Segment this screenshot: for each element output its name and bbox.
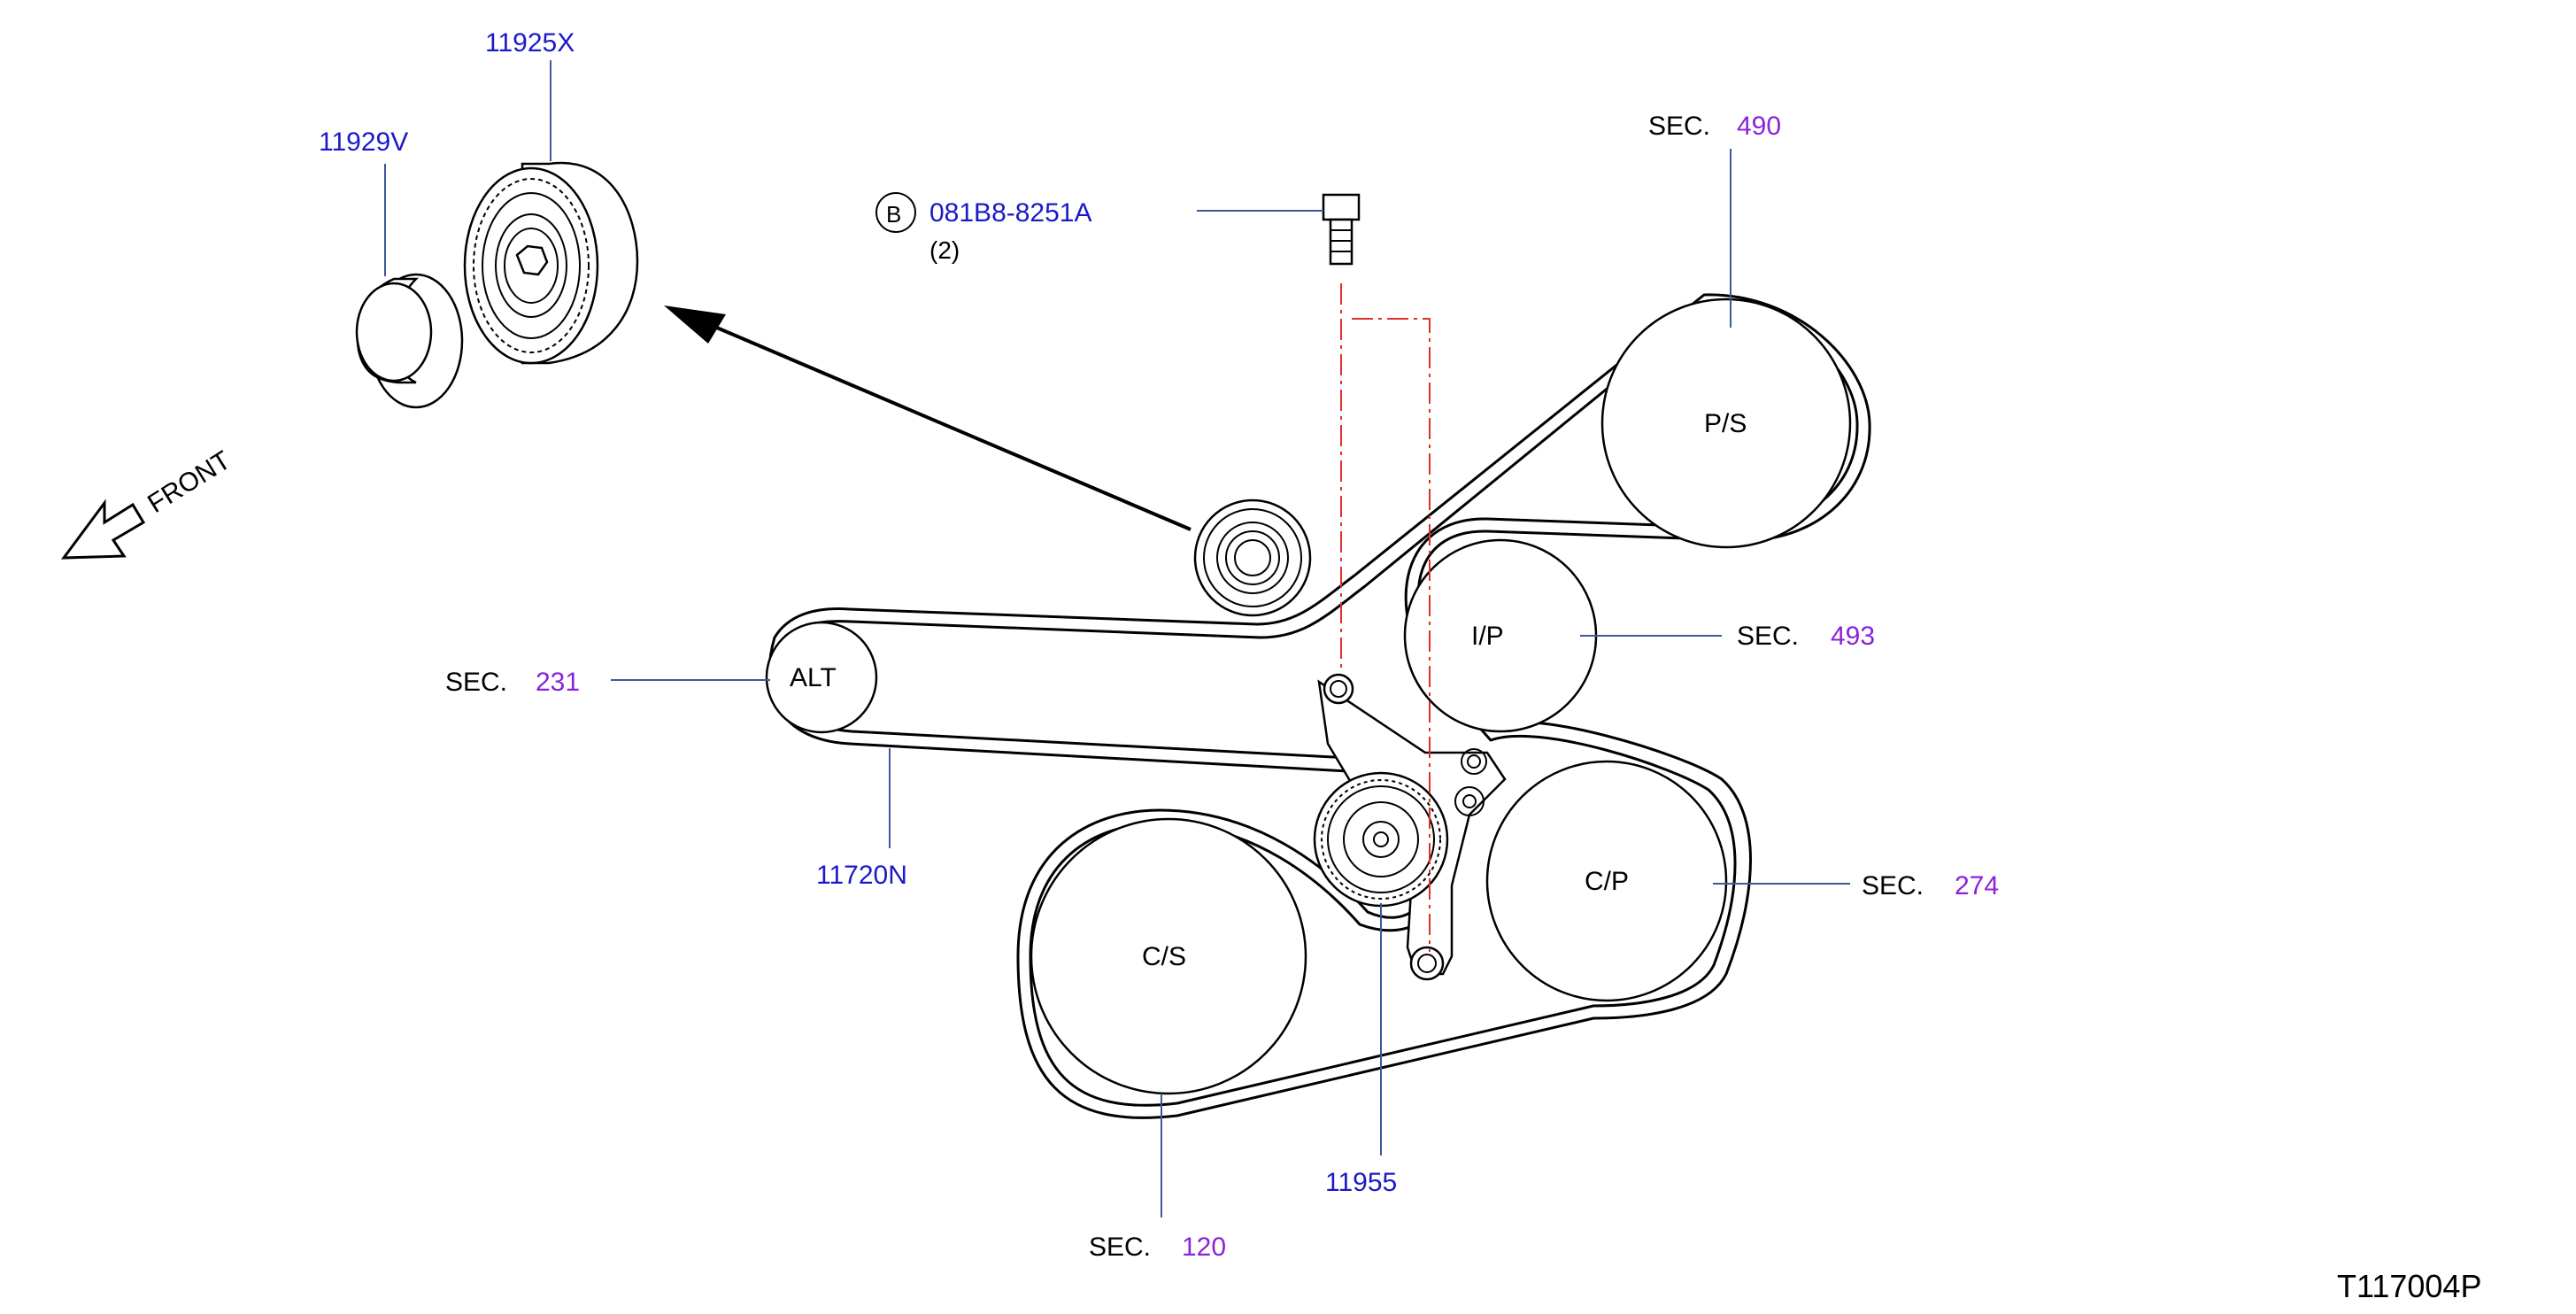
idler-pulley-exploded xyxy=(463,161,639,365)
sec-number-alt[interactable]: 231 xyxy=(536,668,580,697)
cp-pulley-label: C/P xyxy=(1585,867,1629,896)
sec-prefix-cs: SEC. xyxy=(1089,1233,1151,1262)
sec-number-ip[interactable]: 493 xyxy=(1831,622,1875,651)
bolt-ref-letter: B xyxy=(886,201,901,228)
front-label: FRONT xyxy=(143,445,235,519)
part-number-idler-cap[interactable]: 11929V xyxy=(319,128,408,157)
diagram-code: T117004P xyxy=(2337,1268,2481,1304)
cp-pulley xyxy=(1485,760,1728,1002)
bolt-centerlines xyxy=(1340,283,1431,952)
sec-number-cs[interactable]: 120 xyxy=(1182,1233,1226,1262)
alt-pulley-label: ALT xyxy=(790,663,837,692)
ip-pulley-label: I/P xyxy=(1471,622,1504,651)
cs-pulley xyxy=(1030,817,1307,1095)
part-number-belt[interactable]: 11720N xyxy=(816,861,907,890)
front-arrow-icon xyxy=(60,499,146,560)
alt-pulley xyxy=(765,621,878,734)
leader-lines xyxy=(384,60,1850,1217)
part-number-tensioner[interactable]: 11955 xyxy=(1325,1168,1397,1197)
cs-pulley-label: C/S xyxy=(1142,942,1186,971)
tensioner-assembly xyxy=(1313,673,1507,981)
sec-prefix-alt: SEC. xyxy=(445,668,507,697)
ps-pulley xyxy=(1600,298,1852,549)
sec-prefix-ip: SEC. xyxy=(1737,622,1799,651)
bolt xyxy=(1322,193,1361,266)
sec-prefix-cp: SEC. xyxy=(1862,871,1924,900)
explode-arrow xyxy=(664,305,1192,531)
sec-number-cp[interactable]: 274 xyxy=(1955,871,1999,900)
sec-number-ps[interactable]: 490 xyxy=(1737,112,1781,141)
bolt-ref-circle xyxy=(875,192,916,233)
idler-pulley-installed xyxy=(1193,499,1312,617)
sec-prefix-ps: SEC. xyxy=(1648,112,1710,141)
part-number-bolt[interactable]: 081B8-8251A xyxy=(929,198,1092,228)
ps-pulley-label: P/S xyxy=(1704,409,1747,438)
part-number-idler-pulley[interactable]: 11925X xyxy=(485,28,575,58)
idler-cap-exploded xyxy=(355,273,464,409)
bolt-quantity: (2) xyxy=(929,236,960,264)
